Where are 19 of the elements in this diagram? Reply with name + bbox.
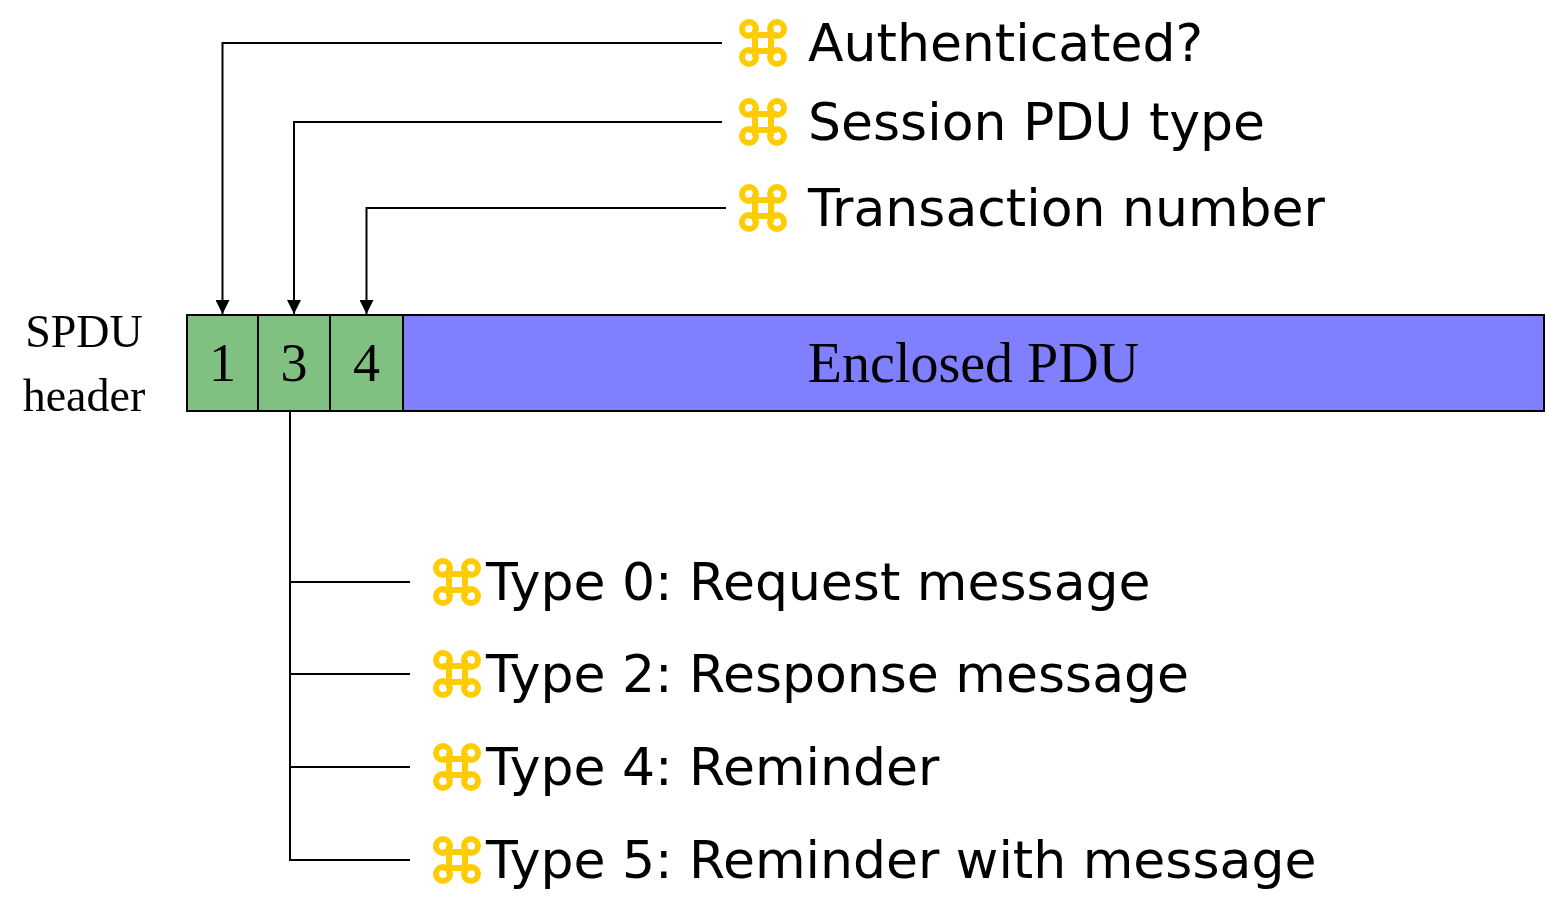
arrow (359, 207, 727, 315)
header-field (329, 314, 404, 412)
payload-field (402, 314, 1545, 412)
header-field (257, 314, 331, 412)
header-field (186, 314, 259, 412)
arrow (287, 121, 723, 315)
arrow (215, 42, 723, 315)
bullet-text: Authenticated? (808, 12, 1204, 75)
field-label: 3 (280, 332, 308, 394)
field-label: 1 (209, 332, 236, 394)
field-label: 4 (353, 332, 380, 394)
bullet-text: Type 5: Reminder with message (486, 829, 1317, 892)
row-label: SPDU header (21, 305, 147, 423)
bullet-text: Transaction number (808, 177, 1325, 240)
field-label: Enclosed PDU (807, 331, 1140, 395)
bullet-text: Session PDU type (808, 91, 1266, 154)
bullet-text: Type 2: Response message (486, 643, 1190, 706)
bullet-text: Type 0: Request message (486, 551, 1151, 614)
bullet-text: Type 4: Reminder (486, 736, 940, 799)
